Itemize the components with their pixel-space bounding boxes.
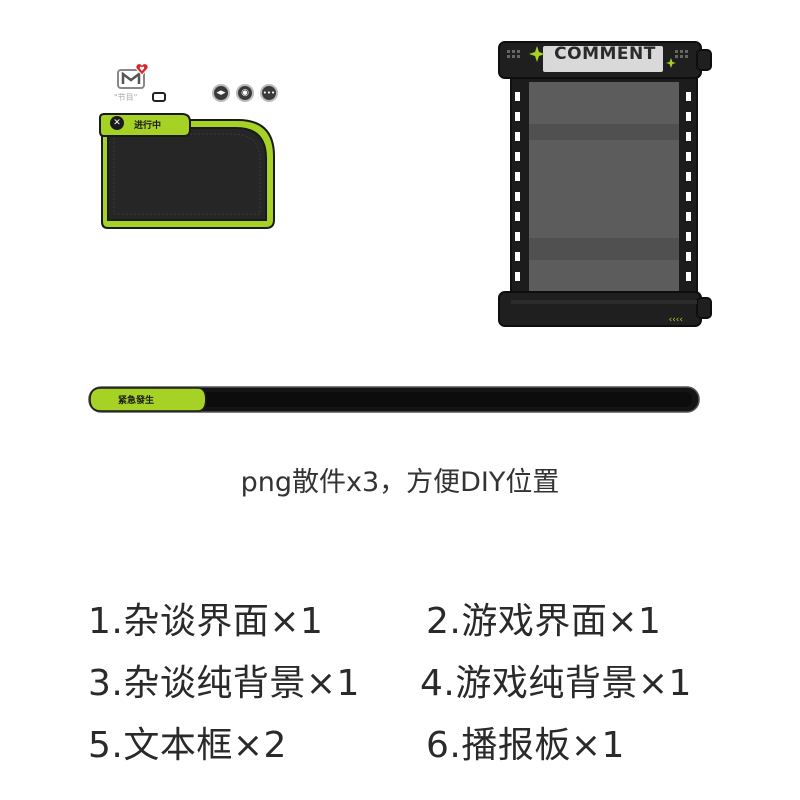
logo-caption: "节目" [114,93,138,102]
list-item: 6.播报板×1 [426,725,625,766]
chevrons-left-icon: ‹‹‹‹ [669,315,683,325]
svg-text:♥: ♥ [139,66,144,73]
heart-icon: ♥ [135,63,149,76]
comment-title: COMMENT [554,44,656,64]
list-item: 4.游戏纯背景×1 [420,663,692,704]
alert-progress-bar [88,386,700,413]
eye-icon[interactable]: ◉ [236,84,254,102]
more-icon[interactable]: ••• [260,84,278,102]
status-label: 进行中 [134,121,162,131]
m-logo-icon [117,69,145,89]
comment-board: ‹‹‹‹ [498,41,712,327]
headline: png散件x3，方便DIY位置 [240,467,560,498]
alert-label: 紧急發生 [118,396,155,406]
list-item: 3.杂谈纯背景×1 [88,663,360,704]
list-item: 1.杂谈界面×1 [88,601,324,642]
status-window [99,113,275,229]
list-item: 5.文本框×2 [88,725,287,766]
list-item: 2.游戏界面×1 [426,601,662,642]
close-icon[interactable]: ✕ [110,116,124,130]
mini-toggle-button[interactable] [152,92,166,102]
rewind-icon[interactable]: ◂▸ [212,84,230,102]
